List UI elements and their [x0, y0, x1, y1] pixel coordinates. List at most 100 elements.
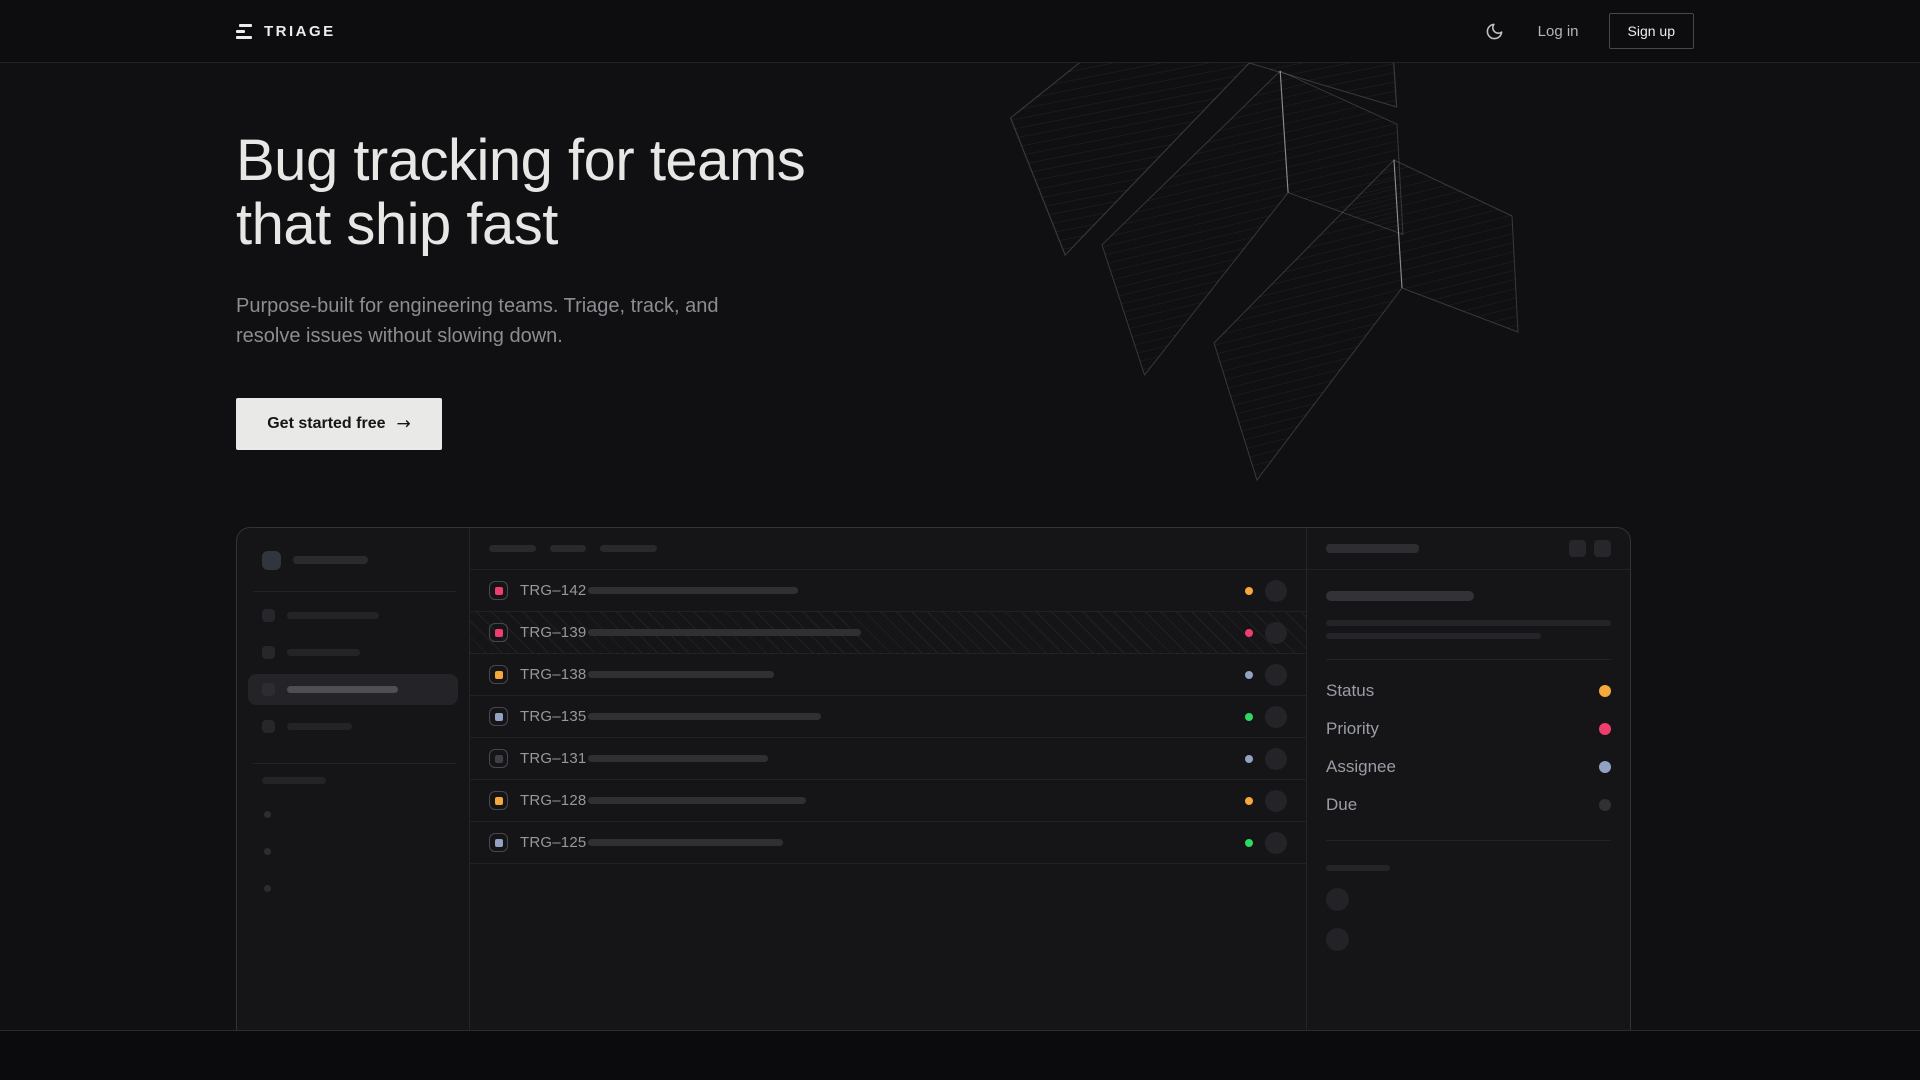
theme-toggle[interactable]	[1482, 18, 1508, 44]
detail-text-skeleton	[1326, 633, 1541, 639]
issue-title-skeleton	[588, 755, 768, 762]
sidebar-dot	[264, 848, 271, 855]
hero-subtitle-line1: Purpose-built for engineering teams. Tri…	[236, 295, 719, 317]
sidebar-dot-list	[237, 811, 469, 892]
sidebar-item-skeleton	[287, 612, 379, 619]
detail-field-label: Assignee	[1326, 757, 1396, 776]
issue-list-header	[470, 528, 1306, 570]
sidebar-item-skeleton	[287, 723, 352, 730]
site-header: TRIAGE Log in Sign up	[0, 0, 1920, 63]
issue-title-skeleton	[588, 797, 806, 804]
wireframe-decoration	[950, 63, 1920, 530]
hero-section: Bug tracking for teams that ship fast Pu…	[0, 63, 1920, 530]
assignee-avatar	[1265, 579, 1287, 602]
get-started-button[interactable]: Get started free →	[236, 398, 442, 450]
sidebar-item[interactable]	[248, 600, 458, 631]
detail-field-dot	[1599, 685, 1611, 697]
sidebar-item[interactable]	[248, 711, 458, 742]
wireframe-slab-2	[1101, 70, 1404, 376]
detail-text-skeleton	[1326, 620, 1611, 626]
sidebar-divider	[253, 591, 456, 592]
logo-icon	[236, 23, 252, 39]
wireframe-slab-1	[1009, 63, 1398, 256]
page-title-line1: Bug tracking for teams	[236, 128, 806, 193]
issue-row[interactable]: TRG–139	[470, 612, 1306, 654]
issue-id: TRG–125	[520, 834, 587, 851]
detail-fields: Status Priority Assignee Due	[1326, 660, 1611, 832]
detail-field-row: Due	[1326, 786, 1611, 824]
sidebar-item[interactable]	[248, 674, 458, 705]
sidebar-dot	[264, 811, 271, 818]
list-tab-skeleton[interactable]	[600, 545, 657, 552]
issue-row[interactable]: TRG–142	[470, 570, 1306, 612]
sidebar-dot	[264, 885, 271, 892]
site-footer	[0, 1030, 1920, 1080]
issue-row[interactable]: TRG–131	[470, 738, 1306, 780]
issue-type-icon	[489, 665, 508, 684]
issue-id: TRG–131	[520, 750, 587, 767]
workspace-icon	[262, 550, 281, 570]
issue-detail-panel: Status Priority Assignee Due	[1307, 528, 1630, 1030]
assignee-avatar	[1265, 831, 1287, 854]
detail-title-skeleton	[1326, 544, 1419, 553]
mockup-sidebar	[237, 528, 470, 1030]
detail-field-label: Priority	[1326, 719, 1379, 738]
moon-icon	[1486, 23, 1503, 39]
issue-row[interactable]: TRG–128	[470, 780, 1306, 822]
issue-id: TRG–135	[520, 708, 587, 725]
arrow-right-icon: →	[396, 414, 411, 434]
list-tab-skeleton[interactable]	[550, 545, 586, 552]
detail-heading-skeleton	[1326, 591, 1474, 601]
sidebar-item[interactable]	[248, 637, 458, 668]
signup-button[interactable]: Sign up	[1608, 13, 1694, 49]
detail-divider	[1326, 659, 1611, 660]
wireframe-slab-3	[1213, 159, 1519, 481]
get-started-label: Get started free	[267, 415, 386, 432]
sidebar-section-skeleton	[262, 777, 326, 784]
detail-footer-skeleton	[1326, 865, 1390, 871]
detail-field-dot	[1599, 723, 1611, 735]
detail-header-button[interactable]	[1569, 540, 1586, 557]
assignee-avatar	[1265, 705, 1287, 728]
status-dot	[1245, 586, 1253, 595]
assignee-avatar	[1265, 621, 1287, 644]
brand-name: TRIAGE	[264, 22, 336, 40]
sidebar-item-skeleton	[287, 649, 360, 656]
page-title: Bug tracking for teams that ship fast	[236, 128, 806, 257]
detail-field-dot	[1599, 761, 1611, 773]
workspace-switcher[interactable]	[237, 550, 469, 570]
issue-list-rows: TRG–142 TRG–139 TRG–138 TRG–135 TRG–131 …	[470, 570, 1306, 864]
assignee-avatar	[1265, 663, 1287, 686]
sidebar-item-icon	[262, 646, 275, 659]
detail-header-actions	[1569, 540, 1611, 557]
issue-type-icon	[489, 581, 508, 600]
status-dot	[1245, 628, 1253, 637]
issue-type-icon	[489, 749, 508, 768]
list-tab-skeleton[interactable]	[489, 545, 536, 552]
detail-header-button[interactable]	[1594, 540, 1611, 557]
detail-avatar	[1326, 928, 1349, 951]
issue-row[interactable]: TRG–135	[470, 696, 1306, 738]
sidebar-item-icon	[262, 683, 275, 696]
issue-title-skeleton	[588, 671, 774, 678]
detail-body: Status Priority Assignee Due	[1307, 570, 1630, 951]
assignee-avatar	[1265, 789, 1287, 812]
issue-id: TRG–128	[520, 792, 587, 809]
detail-field-label: Status	[1326, 681, 1375, 700]
status-dot	[1245, 754, 1253, 763]
hero-subtitle-line2: resolve issues without slowing down.	[236, 325, 563, 347]
sidebar-nav	[237, 600, 469, 742]
issue-type-icon	[489, 623, 508, 642]
assignee-avatar	[1265, 747, 1287, 770]
status-dot	[1245, 838, 1253, 847]
detail-field-row: Priority	[1326, 710, 1611, 748]
detail-avatar	[1326, 888, 1349, 911]
issue-row[interactable]: TRG–125	[470, 822, 1306, 864]
issue-title-skeleton	[588, 587, 798, 594]
issue-row[interactable]: TRG–138	[470, 654, 1306, 696]
issue-type-icon	[489, 707, 508, 726]
brand-logo[interactable]: TRIAGE	[236, 23, 336, 40]
status-dot	[1245, 712, 1253, 721]
detail-field-label: Due	[1326, 795, 1358, 814]
login-link[interactable]: Log in	[1537, 22, 1579, 40]
